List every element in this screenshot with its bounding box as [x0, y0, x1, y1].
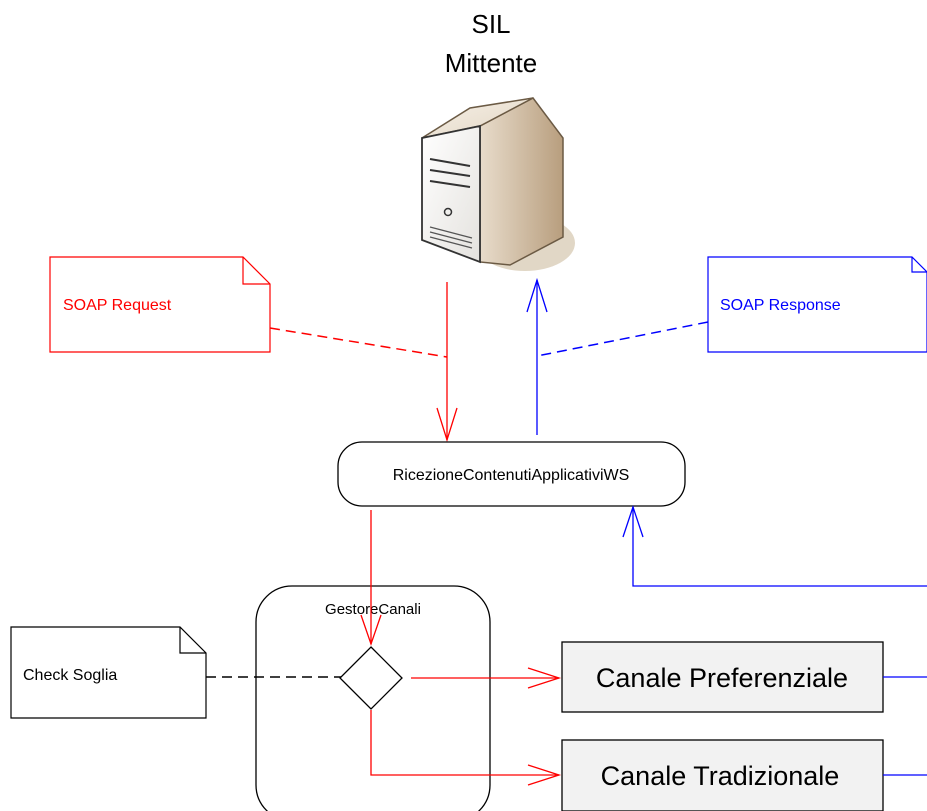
to-tradizionale-arrow: [370, 710, 562, 786]
node-canale-preferenziale: Canale Preferenziale: [561, 641, 884, 713]
server-title-line1: SIL: [471, 9, 510, 39]
note-check-soglia-text: Check Soglia: [23, 667, 117, 684]
request-note-connector: [269, 327, 448, 358]
response-arrow: [526, 277, 548, 435]
note-check-soglia: Check Soglia: [10, 626, 207, 719]
return-arrow: [622, 504, 927, 587]
note-soap-request: SOAP Request: [49, 256, 271, 353]
request-arrow: [436, 282, 458, 443]
note-soap-request-text: SOAP Request: [63, 297, 172, 314]
ws-to-gestore-arrow: [360, 510, 382, 646]
node-canale-tradizionale-label: Canale Tradizionale: [601, 761, 840, 791]
to-preferenziale-arrow: [411, 667, 562, 689]
server-title-line2: Mittente: [445, 48, 538, 78]
decision-diamond: [339, 646, 403, 710]
node-ricezione-ws: RicezioneContenutiApplicativiWS: [337, 441, 686, 507]
node-canale-preferenziale-label: Canale Preferenziale: [596, 663, 848, 693]
note-soap-response: SOAP Response: [707, 256, 927, 353]
gestore-canali-label: GestoreCanali: [325, 601, 421, 618]
note-soap-response-text: SOAP Response: [720, 297, 841, 314]
node-ricezione-ws-label: RicezioneContenutiApplicativiWS: [393, 467, 630, 484]
response-note-connector: [536, 321, 709, 357]
node-canale-tradizionale: Canale Tradizionale: [561, 739, 884, 811]
server-tower-icon: [421, 97, 575, 271]
